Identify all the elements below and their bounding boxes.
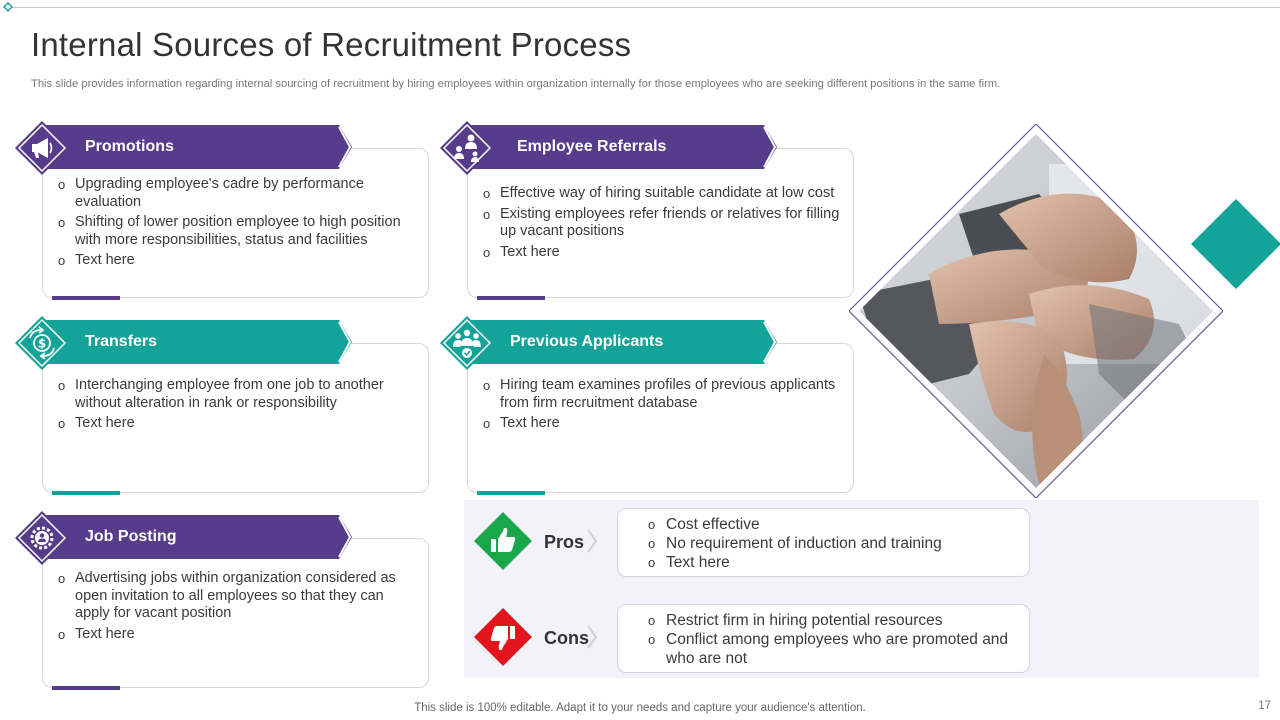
corner-diamond-icon bbox=[3, 2, 13, 12]
card-bullet-list: Interchanging employee from one job to a… bbox=[58, 377, 418, 436]
chevron-right-icon bbox=[587, 529, 598, 553]
card-banner: Promotions bbox=[42, 125, 354, 169]
card-bullet-list: Hiring team examines profiles of previou… bbox=[483, 377, 845, 436]
card-bullet-list: Effective way of hiring suitable candida… bbox=[483, 185, 845, 264]
card-accent-bar bbox=[477, 491, 545, 495]
card-bullet-list: Upgrading employee's cadre by performanc… bbox=[58, 176, 418, 273]
referral-people-icon bbox=[440, 121, 494, 175]
list-item: Text here bbox=[648, 553, 1029, 572]
card-banner: Job Posting bbox=[42, 515, 354, 559]
card-banner: Previous Applicants bbox=[467, 320, 779, 364]
slide-title: Internal Sources of Recruitment Process bbox=[31, 26, 632, 63]
gear-person-icon bbox=[15, 511, 69, 565]
card-title: Promotions bbox=[85, 138, 174, 155]
card-banner: Employee Referrals bbox=[467, 125, 779, 169]
svg-text:$: $ bbox=[38, 337, 46, 351]
card-bullet-list: Advertising jobs within organization con… bbox=[58, 570, 418, 646]
card-accent-bar bbox=[477, 296, 545, 300]
list-item: Hiring team examines profiles of previou… bbox=[483, 377, 845, 412]
cons-row: Cons Restrict firm in hiring potential r… bbox=[464, 601, 1259, 677]
card-title: Job Posting bbox=[85, 528, 177, 545]
list-item: Existing employees refer friends or rela… bbox=[483, 206, 845, 241]
decorative-teal-diamond bbox=[1191, 199, 1280, 289]
list-item: Shifting of lower position employee to h… bbox=[58, 214, 418, 249]
list-item: Effective way of hiring suitable candida… bbox=[483, 185, 845, 203]
group-check-icon bbox=[440, 316, 494, 370]
cons-label: Cons bbox=[544, 628, 589, 648]
slide-subtitle: This slide provides information regardin… bbox=[31, 78, 1001, 90]
dollar-transfer-icon: $ bbox=[15, 316, 69, 370]
list-item: Text here bbox=[483, 244, 845, 262]
list-item: Text here bbox=[58, 252, 418, 270]
pros-box: Cost effective No requirement of inducti… bbox=[617, 508, 1030, 577]
list-item: No requirement of induction and training bbox=[648, 534, 1029, 553]
pros-row: Pros Cost effective No requirement of in… bbox=[464, 505, 1259, 581]
cons-list: Restrict firm in hiring potential resour… bbox=[618, 605, 1029, 668]
card-accent-bar bbox=[52, 296, 120, 300]
card-banner: Transfers bbox=[42, 320, 354, 364]
card-accent-bar bbox=[52, 686, 120, 690]
cons-box: Restrict firm in hiring potential resour… bbox=[617, 604, 1030, 673]
card-title: Transfers bbox=[85, 333, 158, 350]
card-title: Employee Referrals bbox=[517, 138, 667, 155]
pros-cons-panel: Pros Cost effective No requirement of in… bbox=[464, 500, 1259, 678]
card-title: Previous Applicants bbox=[510, 333, 664, 350]
list-item: Cost effective bbox=[648, 515, 1029, 534]
list-item: Upgrading employee's cadre by performanc… bbox=[58, 176, 418, 211]
megaphone-icon bbox=[15, 121, 69, 175]
thumbs-up-icon bbox=[474, 512, 532, 570]
top-divider bbox=[10, 7, 1280, 8]
pros-list: Cost effective No requirement of inducti… bbox=[618, 509, 1029, 572]
list-item: Restrict firm in hiring potential resour… bbox=[648, 611, 1029, 630]
list-item: Interchanging employee from one job to a… bbox=[58, 377, 418, 412]
chevron-right-icon bbox=[587, 625, 598, 649]
card-accent-bar bbox=[52, 491, 120, 495]
list-item: Conflict among employees who are promote… bbox=[648, 630, 1029, 668]
thumbs-down-icon bbox=[474, 608, 532, 666]
teamwork-hands-photo bbox=[849, 124, 1223, 498]
page-number: 17 bbox=[1258, 700, 1271, 712]
list-item: Text here bbox=[483, 415, 845, 433]
list-item: Advertising jobs within organization con… bbox=[58, 570, 418, 623]
pros-label: Pros bbox=[544, 532, 585, 552]
list-item: Text here bbox=[58, 626, 418, 644]
slide-footer: This slide is 100% editable. Adapt it to… bbox=[414, 702, 866, 714]
list-item: Text here bbox=[58, 415, 418, 433]
